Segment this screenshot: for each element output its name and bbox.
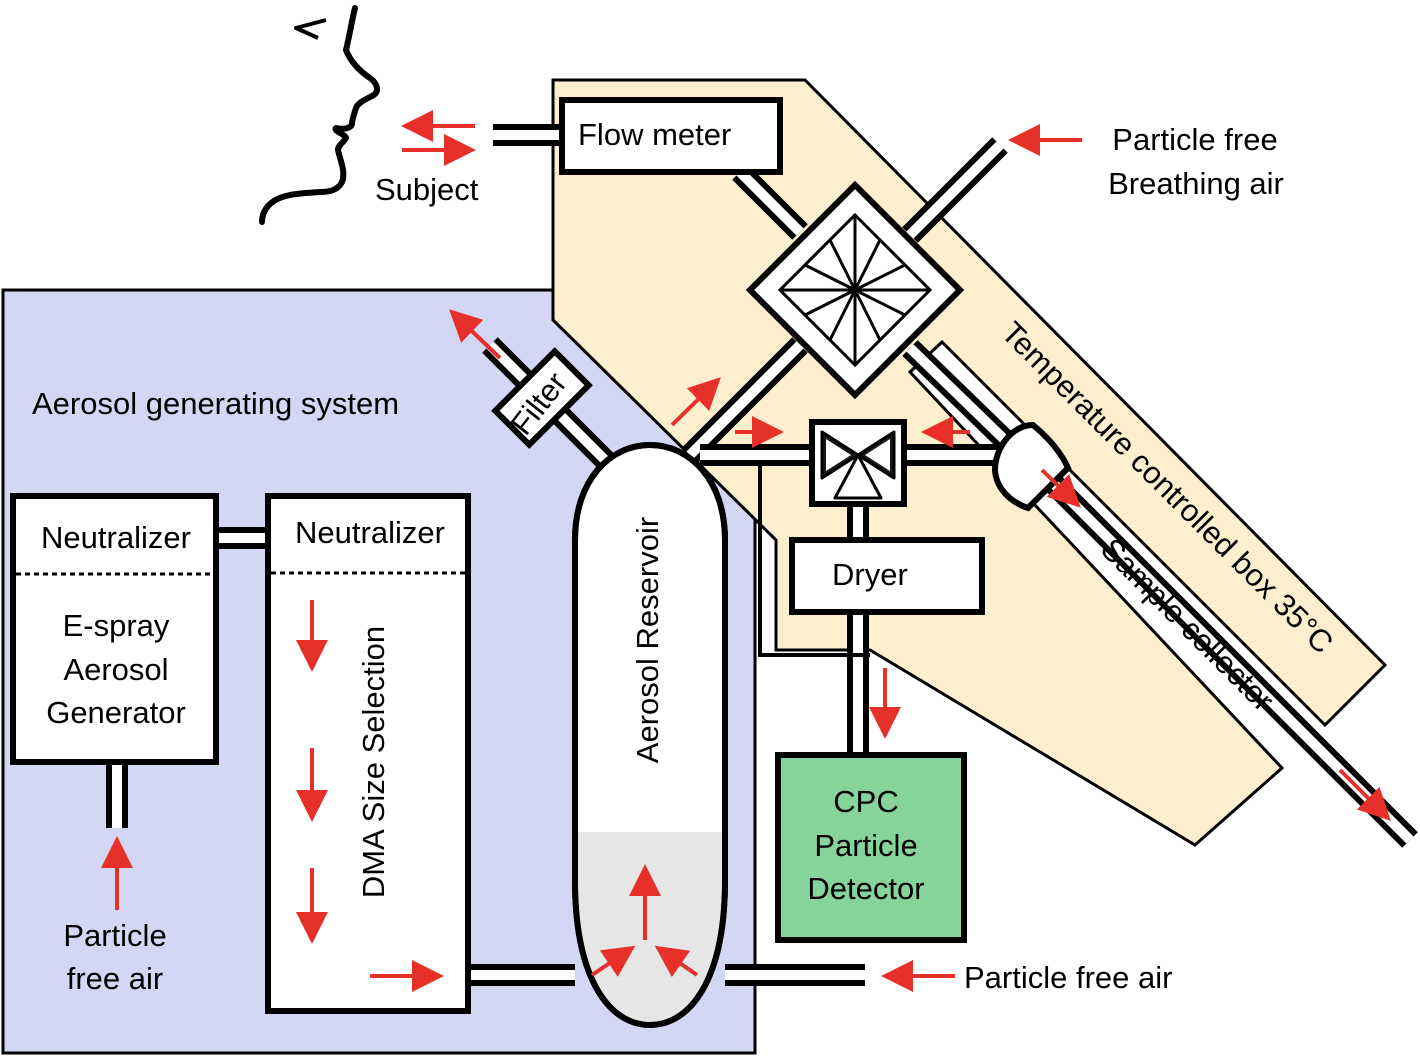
- flow-meter-label: Flow meter: [578, 117, 731, 152]
- particle-free-air-bottom-line2: free air: [67, 961, 163, 996]
- cpc-label-line2: Particle: [814, 828, 917, 863]
- dryer-box: [789, 537, 985, 615]
- mixing-chamber-diamond: [745, 180, 965, 400]
- dma-label: DMA Size Selection: [356, 626, 391, 898]
- espray-label-line3: Generator: [46, 695, 186, 730]
- subject-label: Subject: [375, 172, 479, 207]
- neutralizer-right-label: Neutralizer: [295, 515, 445, 550]
- particle-free-air-bottom-line1: Particle: [63, 918, 166, 953]
- espray-label-line1: E-spray: [63, 608, 170, 643]
- espray-label-line2: Aerosol: [63, 652, 168, 687]
- breathing-air-label-line1: Particle free: [1112, 122, 1277, 157]
- cpc-label-line3: Detector: [807, 871, 924, 906]
- aerosol-system-label: Aerosol generating system: [32, 386, 399, 421]
- cpc-label-line1: CPC: [833, 784, 898, 819]
- subject-eye-icon: [294, 18, 327, 40]
- filter-box: [491, 347, 593, 449]
- flow-meter-box: [559, 97, 783, 175]
- cpc-detector-box: [775, 752, 967, 943]
- dryer-label: Dryer: [832, 557, 908, 592]
- pipes: [106, 124, 1418, 986]
- breathing-air-label-line2: Breathing air: [1108, 166, 1284, 201]
- sample-collector-cap: [991, 421, 1072, 512]
- reservoir-label: Aerosol Reservoir: [630, 517, 665, 763]
- espray-generator-box: [10, 493, 219, 765]
- neutralizer-left-label: Neutralizer: [41, 520, 191, 555]
- valve: [809, 419, 907, 507]
- particle-free-air-right-label: Particle free air: [964, 960, 1172, 995]
- subject-face-icon: [259, 5, 380, 225]
- flow-arrows: [101, 110, 1391, 992]
